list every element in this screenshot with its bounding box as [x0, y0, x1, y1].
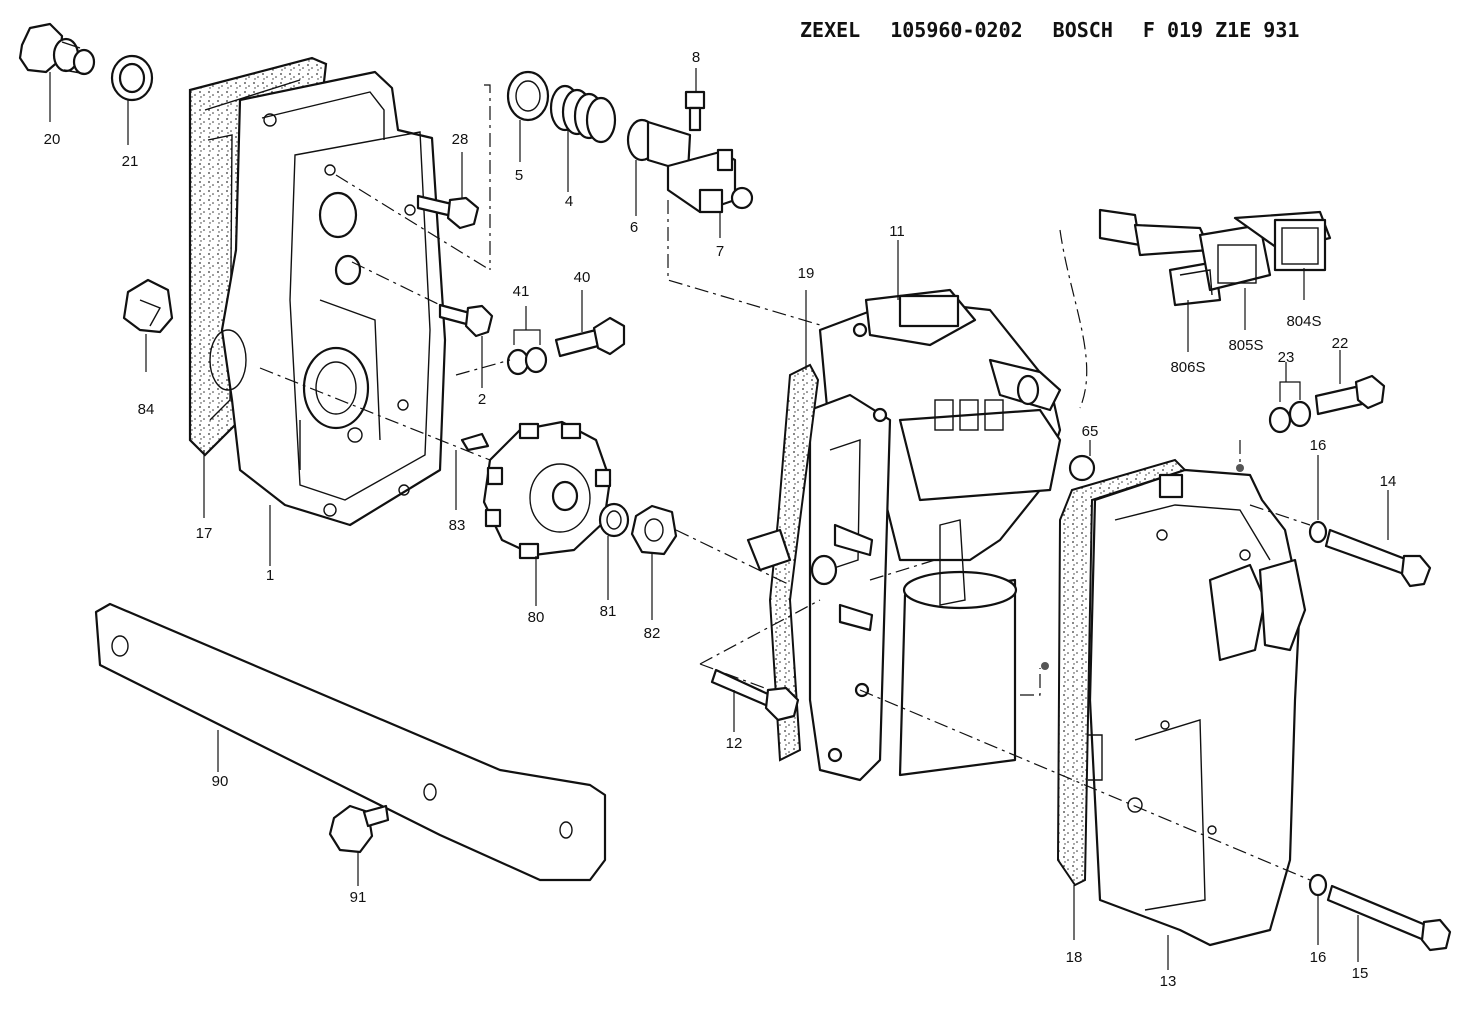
label-part-17: 17 — [196, 525, 213, 542]
wrench-part-90 — [94, 602, 607, 882]
plug-screw-part-20 — [18, 22, 96, 76]
label-part-15: 15 — [1352, 965, 1369, 982]
label-part-8: 8 — [692, 49, 700, 66]
plug-part-65 — [1068, 454, 1096, 482]
label-part-11: 11 — [889, 223, 905, 240]
label-part-7: 7 — [716, 243, 724, 260]
bolt-part-91 — [328, 804, 390, 854]
bolt-part-14 — [1324, 528, 1432, 588]
bosch-part-number: F 019 Z1E 931 — [1142, 18, 1300, 42]
label-part-13: 13 — [1160, 973, 1177, 990]
washer-part-16-lower — [1308, 873, 1328, 897]
label-part-22: 22 — [1332, 335, 1349, 352]
label-part-81: 81 — [600, 603, 617, 620]
label-part-23: 23 — [1278, 349, 1295, 366]
label-part-19: 19 — [798, 265, 815, 282]
screw-part-8 — [684, 90, 706, 132]
diagram-header: ZEXEL 105960-0202 BOSCH F 019 Z1E 931 — [800, 18, 1299, 42]
label-part-20: 20 — [44, 131, 61, 148]
washer-part-81 — [598, 502, 630, 538]
bolt-part-22 — [1314, 374, 1386, 416]
label-part-21: 21 — [122, 153, 139, 170]
label-part-12: 12 — [726, 735, 743, 752]
bolt-part-15 — [1326, 884, 1452, 952]
label-part-28: 28 — [452, 131, 469, 148]
label-part-804s: 804S — [1286, 313, 1321, 330]
label-part-806s: 806S — [1170, 359, 1205, 376]
assembly-center-lines — [259, 84, 1311, 881]
connector-harness — [1098, 208, 1332, 307]
gear-part-80 — [482, 420, 612, 560]
label-part-5: 5 — [515, 167, 523, 184]
switch-bracket-part-7 — [666, 148, 754, 214]
label-part-41: 41 — [513, 283, 530, 300]
washers-part-23 — [1268, 381, 1312, 434]
label-part-6: 6 — [630, 219, 638, 236]
bolt-part-28 — [416, 194, 480, 230]
bolt-part-2 — [438, 303, 494, 338]
label-part-90: 90 — [212, 773, 229, 790]
zexel-part-number: 105960-0202 — [890, 18, 1023, 42]
washers-part-41 — [506, 329, 548, 376]
bolt-part-12 — [710, 668, 800, 722]
gasket-part-19 — [746, 363, 820, 762]
gasket-part-18 — [1056, 458, 1187, 887]
spring-part-4 — [549, 84, 617, 144]
seal-ring-part-5 — [506, 70, 550, 122]
label-part-4: 4 — [565, 193, 573, 210]
label-part-805s: 805S — [1228, 337, 1263, 354]
label-part-40: 40 — [574, 269, 591, 286]
brand-zexel: ZEXEL — [800, 18, 861, 42]
leader-lines — [49, 68, 1389, 970]
clip-part-84 — [122, 278, 174, 334]
brand-bosch: BOSCH — [1052, 18, 1113, 42]
label-part-14: 14 — [1380, 473, 1397, 490]
label-part-65: 65 — [1082, 423, 1099, 440]
label-part-18: 18 — [1066, 949, 1083, 966]
part-labels: 20 21 28 8 5 4 6 7 11 19 804S 805S 806S … — [44, 49, 1397, 990]
label-part-80: 80 — [528, 609, 545, 626]
label-part-91: 91 — [350, 889, 367, 906]
bolt-part-40 — [554, 316, 626, 358]
washer-part-16-upper — [1308, 520, 1328, 544]
label-part-2: 2 — [478, 391, 486, 408]
label-part-82: 82 — [644, 625, 661, 642]
plunger-part-6 — [626, 118, 692, 174]
actuator-body-part-11 — [808, 288, 1062, 782]
label-part-16-lower: 16 — [1310, 949, 1327, 966]
label-part-83: 83 — [449, 517, 466, 534]
nut-part-82 — [630, 504, 678, 556]
key-part-83 — [460, 432, 490, 452]
housing-part-1 — [209, 70, 447, 527]
label-part-84: 84 — [138, 401, 155, 418]
washer-part-21 — [110, 54, 154, 102]
cover-part-13 — [1088, 468, 1307, 947]
label-part-16-upper: 16 — [1310, 437, 1327, 454]
label-part-1: 1 — [266, 567, 274, 584]
